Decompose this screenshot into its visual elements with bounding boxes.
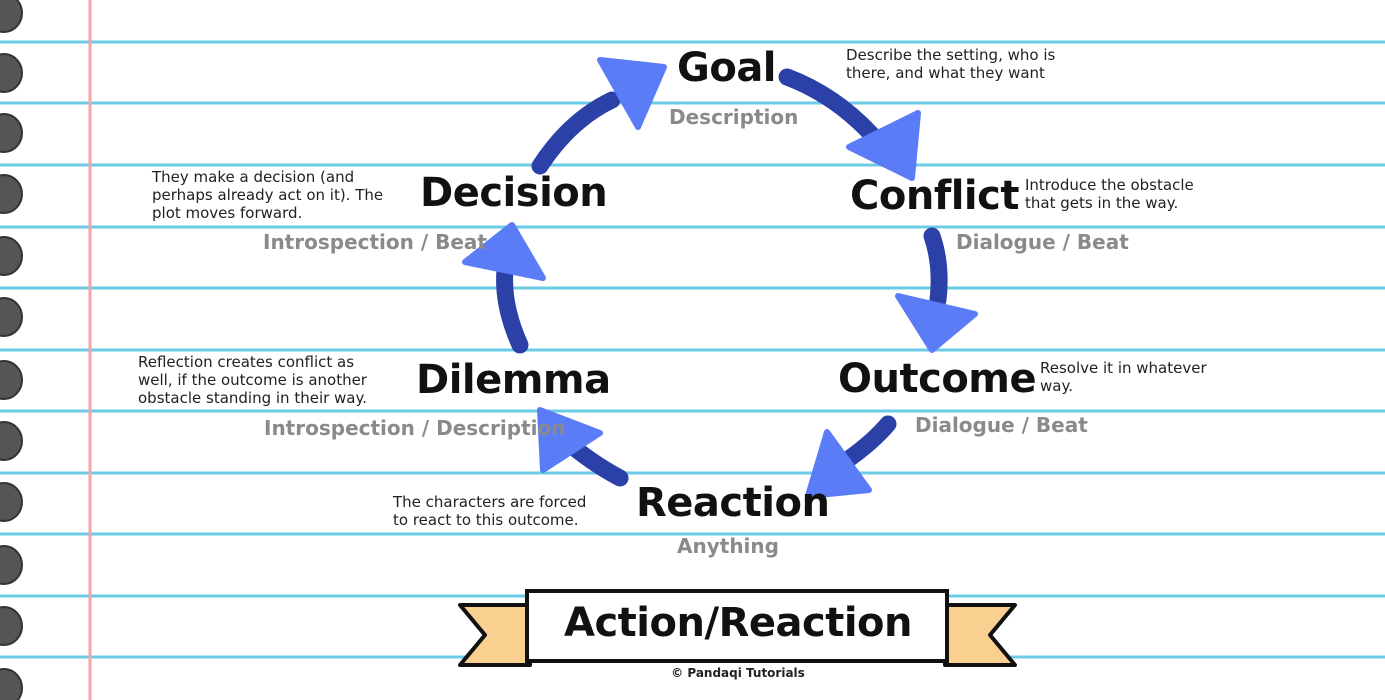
node-title-goal: Goal [677, 45, 777, 91]
note-line: obstacle standing in their way. [138, 389, 368, 407]
note-line: Introduce the obstacle [1025, 176, 1194, 194]
node-subtitle-goal: Description [669, 105, 799, 129]
note-outcome: Resolve it in whatever way. [1040, 359, 1207, 395]
node-subtitle-dilemma: Introspection / Description [264, 416, 566, 440]
note-line: that gets in the way. [1025, 194, 1179, 212]
note-line: way. [1040, 377, 1073, 395]
note-goal: Describe the setting, who is there, and … [846, 46, 1055, 82]
note-line: perhaps already act on it). The [152, 186, 384, 204]
node-title-outcome: Outcome [838, 356, 1037, 402]
arrow-decision-to-goal [531, 57, 667, 175]
node-subtitle-reaction: Anything [677, 534, 779, 558]
node-title-conflict: Conflict [850, 173, 1019, 219]
binder-hole-icon [0, 0, 23, 700]
arrow-conflict-to-outcome [895, 227, 978, 353]
note-line: well, if the outcome is another [138, 371, 367, 389]
note-line: plot moves forward. [152, 204, 303, 222]
banner-ribbon-left [458, 603, 532, 667]
arrow-reaction-to-dilemma [537, 407, 629, 487]
node-title-dilemma: Dilemma [416, 357, 611, 403]
note-line: to react to this outcome. [393, 511, 579, 529]
note-line: Resolve it in whatever [1040, 359, 1207, 377]
note-line: there, and what they want [846, 64, 1045, 82]
title-banner [458, 589, 1017, 667]
note-line: Describe the setting, who is [846, 46, 1056, 64]
note-reaction: The characters are forced to react to th… [393, 493, 586, 529]
arrow-goal-to-conflict [778, 68, 921, 181]
node-title-decision: Decision [420, 170, 608, 216]
note-line: The characters are forced [393, 493, 587, 511]
arrow-outcome-to-reaction [805, 415, 897, 499]
note-conflict: Introduce the obstacle that gets in the … [1025, 176, 1194, 212]
note-dilemma: Reflection creates conflict as well, if … [138, 353, 367, 407]
banner-title: Action/Reaction [564, 600, 913, 646]
note-decision: They make a decision (and perhaps alread… [152, 168, 383, 222]
node-subtitle-outcome: Dialogue / Beat [915, 413, 1088, 437]
node-title-reaction: Reaction [636, 480, 830, 526]
banner-ribbon-right [943, 603, 1017, 667]
note-line: Reflection creates conflict as [138, 353, 355, 371]
node-subtitle-conflict: Dialogue / Beat [956, 230, 1129, 254]
arrow-dilemma-to-decision [462, 222, 546, 354]
note-line: They make a decision (and [152, 168, 355, 186]
banner-panel [525, 589, 949, 663]
node-subtitle-decision: Introspection / Beat [263, 230, 487, 254]
credit-text: © Pandaqi Tutorials [671, 666, 805, 680]
ruled-lines [0, 40, 1385, 659]
